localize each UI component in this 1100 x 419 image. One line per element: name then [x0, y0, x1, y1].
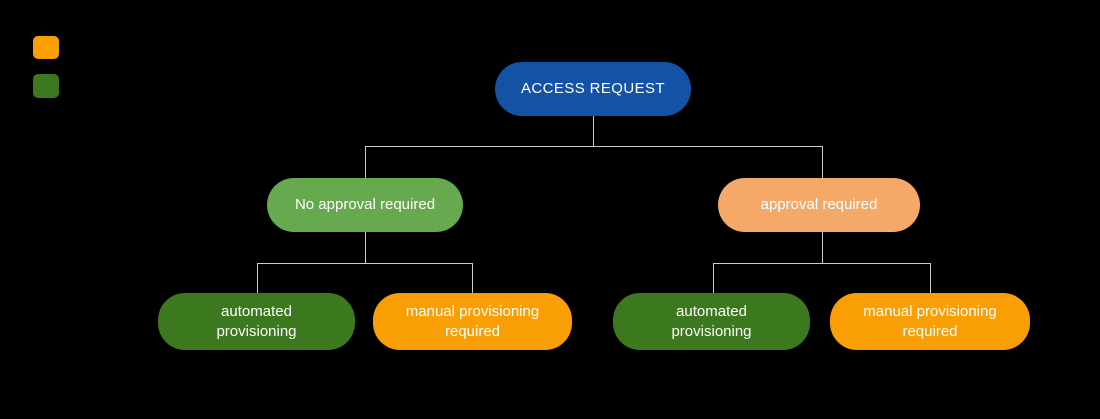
node-automated-provisioning-right-label: automated provisioning — [671, 302, 752, 340]
node-approval-required-label: approval required — [760, 196, 878, 213]
connector-level2-right-rail — [713, 263, 931, 264]
node-approval-required: approval required — [718, 178, 920, 232]
connector-root-stem — [593, 116, 594, 146]
connector-drop-auto-left — [257, 263, 258, 293]
connector-level2-left-rail — [257, 263, 473, 264]
connector-level1-rail — [365, 146, 823, 147]
node-no-approval-required-label: No approval required — [294, 196, 436, 213]
node-manual-provisioning-right-label: manual provisioning required — [863, 302, 997, 340]
connector-drop-auto-right — [713, 263, 714, 293]
node-manual-provisioning-left-label: manual provisioning required — [405, 302, 540, 340]
node-access-request: ACCESS REQUEST — [495, 62, 691, 116]
connector-drop-manual-right — [930, 263, 931, 293]
node-manual-provisioning-left: manual provisioning required — [373, 293, 572, 350]
legend-swatch-orange — [33, 36, 59, 59]
connector-no-approval-stem — [365, 232, 366, 263]
node-automated-provisioning-right: automated provisioning — [613, 293, 810, 350]
node-access-request-label: ACCESS REQUEST — [521, 80, 665, 97]
legend-swatch-green — [33, 74, 59, 98]
connector-drop-no-approval — [365, 146, 366, 178]
connector-drop-manual-left — [472, 263, 473, 293]
node-manual-provisioning-right: manual provisioning required — [830, 293, 1030, 350]
connector-drop-approval — [822, 146, 823, 178]
node-no-approval-required: No approval required — [267, 178, 463, 232]
connector-approval-stem — [822, 232, 823, 263]
node-automated-provisioning-left-label: automated provisioning — [216, 302, 297, 340]
node-automated-provisioning-left: automated provisioning — [158, 293, 355, 350]
